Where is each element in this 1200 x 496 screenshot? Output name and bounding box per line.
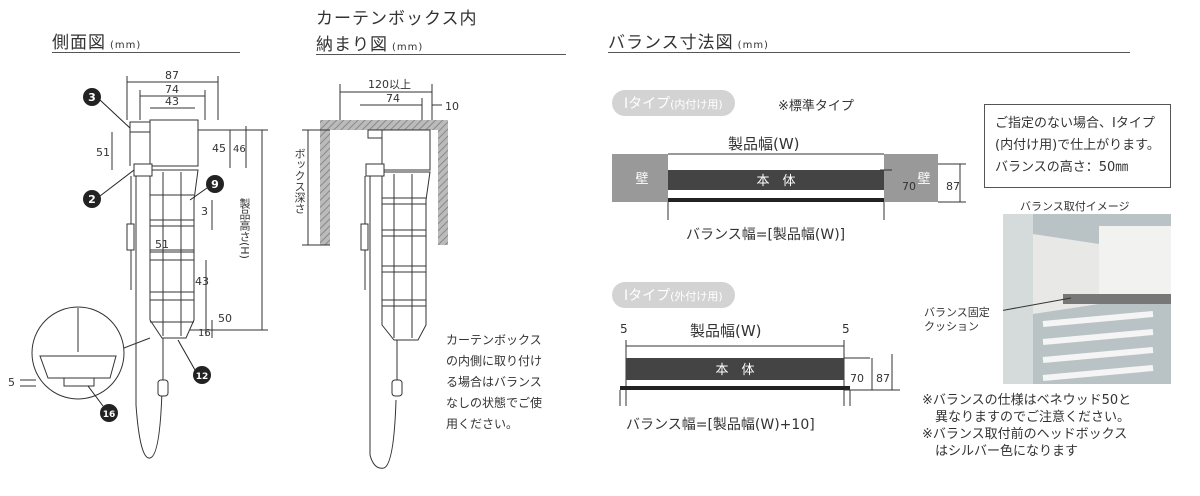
box-note-line-5: 用ください。	[446, 417, 519, 431]
footnotes: ※バランスの仕様はベネウッド50と 異なりますのでご注意ください。 ※バランス取…	[922, 392, 1131, 460]
outside-width-label: 製品幅(W)	[690, 322, 762, 340]
callout-3: 3	[88, 91, 96, 104]
dim-5: 5	[8, 376, 15, 389]
dim-50: 50	[218, 312, 232, 325]
side-view-title: 側面図 (mm)	[52, 28, 141, 53]
dim-10: 10	[445, 100, 459, 113]
callout-12: 12	[196, 372, 209, 382]
dim-3: 3	[201, 205, 208, 218]
box-view-rule	[316, 54, 566, 55]
callout-16: 16	[103, 410, 116, 420]
install-image-caption: バランス取付イメージ	[1020, 200, 1130, 213]
cushion-label: バランス固定 クッション	[924, 306, 990, 334]
side-view-rule	[52, 52, 240, 53]
wall-right-label: 壁	[917, 172, 930, 187]
tag-outside-type: Iタイプ(外付け用)	[612, 282, 735, 308]
outside-dim-87: 87	[876, 372, 890, 385]
box-view-title-1: カーテンボックス内	[316, 9, 478, 29]
inside-type-diagram: 壁 壁 本 体 70 87	[612, 153, 966, 220]
box-view-diagram: 120以上 74 10	[302, 78, 459, 469]
default-info-box: ご指定のない場合、Iタイプ (内付け用)で仕上がります。 バランスの高さ：50㎜	[984, 104, 1171, 188]
outside-valance-width: バランス幅=[製品幅(W)+10]	[626, 417, 815, 433]
standard-type-note: ※標準タイプ	[778, 99, 854, 114]
dim-16: 16	[198, 328, 211, 339]
box-note-line-4: なしの状態でご使	[446, 396, 543, 410]
dim-43: 43	[165, 95, 179, 108]
dim-87: 87	[165, 69, 179, 82]
footnote-2: 異なりますのでご注意ください。	[922, 410, 1131, 425]
cushion-line-1: バランス固定	[924, 306, 990, 319]
height-label: 製品高さ(H)	[238, 198, 251, 259]
outside-dim-5-left: 5	[620, 322, 628, 336]
tag-inside-type: Iタイプ(内付け用)	[612, 90, 735, 116]
footnote-3: ※バランス取付前のヘッドボックス	[922, 427, 1128, 442]
dim-46: 46	[233, 144, 246, 155]
dim-51-slat: 51	[155, 238, 169, 251]
outside-dim-5-right: 5	[842, 322, 850, 336]
dim-43-slat: 43	[195, 275, 209, 288]
side-view-diagram: 87 74 43 51 45 46 3 51 43 50 16 5 3 2 9 …	[8, 69, 268, 459]
info-line-3: バランスの高さ：50㎜	[995, 160, 1129, 175]
dim-74-box: 74	[386, 92, 400, 105]
box-note-line-3: る場合はバランス	[446, 375, 542, 389]
cushion-line-2: クッション	[924, 320, 979, 333]
box-view-unit: (mm)	[392, 42, 424, 53]
outside-body-label: 本 体	[715, 363, 754, 378]
inside-dim-87: 87	[946, 180, 960, 193]
outside-type-diagram: 本 体 70 87	[619, 340, 900, 406]
inside-valance-width: バランス幅=[製品幅(W)]	[686, 227, 846, 243]
valance-install-photo	[1003, 214, 1171, 384]
box-note-line-1: カーテンボックス	[446, 333, 542, 347]
inside-dim-70: 70	[902, 180, 916, 193]
footnote-4: はシルバー色になります	[922, 444, 1079, 459]
wall-left-label: 壁	[635, 172, 648, 187]
dim-45: 45	[212, 142, 226, 155]
side-view-unit: (mm)	[110, 40, 142, 51]
box-note-line-2: の内側に取り付け	[446, 354, 543, 368]
box-view-title-2-text: 納まり図	[316, 35, 388, 55]
info-line-1: ご指定のない場合、Iタイプ	[995, 116, 1155, 131]
valance-unit: (mm)	[737, 40, 769, 51]
callout-2: 2	[88, 193, 96, 206]
info-line-2: (内付け用)で仕上がります。	[995, 138, 1160, 153]
tag-inside-sub: (内付け用)	[670, 98, 723, 111]
inside-width-label: 製品幅(W)	[728, 135, 800, 153]
valance-title-text: バランス寸法図	[608, 33, 734, 53]
dim-74: 74	[165, 83, 179, 96]
dim-120-or-more: 120以上	[368, 78, 411, 91]
side-view-title-text: 側面図	[52, 33, 106, 53]
valance-title: バランス寸法図(mm)	[608, 28, 769, 53]
box-view-title-2: 納まり図 (mm)	[316, 30, 423, 55]
tag-outside-text: Iタイプ	[624, 288, 671, 304]
valance-rule	[608, 52, 1130, 53]
footnote-1: ※バランスの仕様はベネウッド50と	[922, 393, 1132, 408]
tag-inside-text: Iタイプ	[624, 96, 671, 112]
box-view-note: カーテンボックス の内側に取り付け る場合はバランス なしの状態でご使 用くださ…	[446, 330, 542, 435]
box-depth-label: ボックス深さ	[293, 148, 306, 214]
callout-9: 9	[211, 178, 219, 191]
dim-51: 51	[96, 146, 110, 159]
inside-body-label: 本 体	[756, 174, 795, 189]
tag-outside-sub: (外付け用)	[670, 290, 723, 303]
outside-dim-70: 70	[850, 372, 864, 385]
